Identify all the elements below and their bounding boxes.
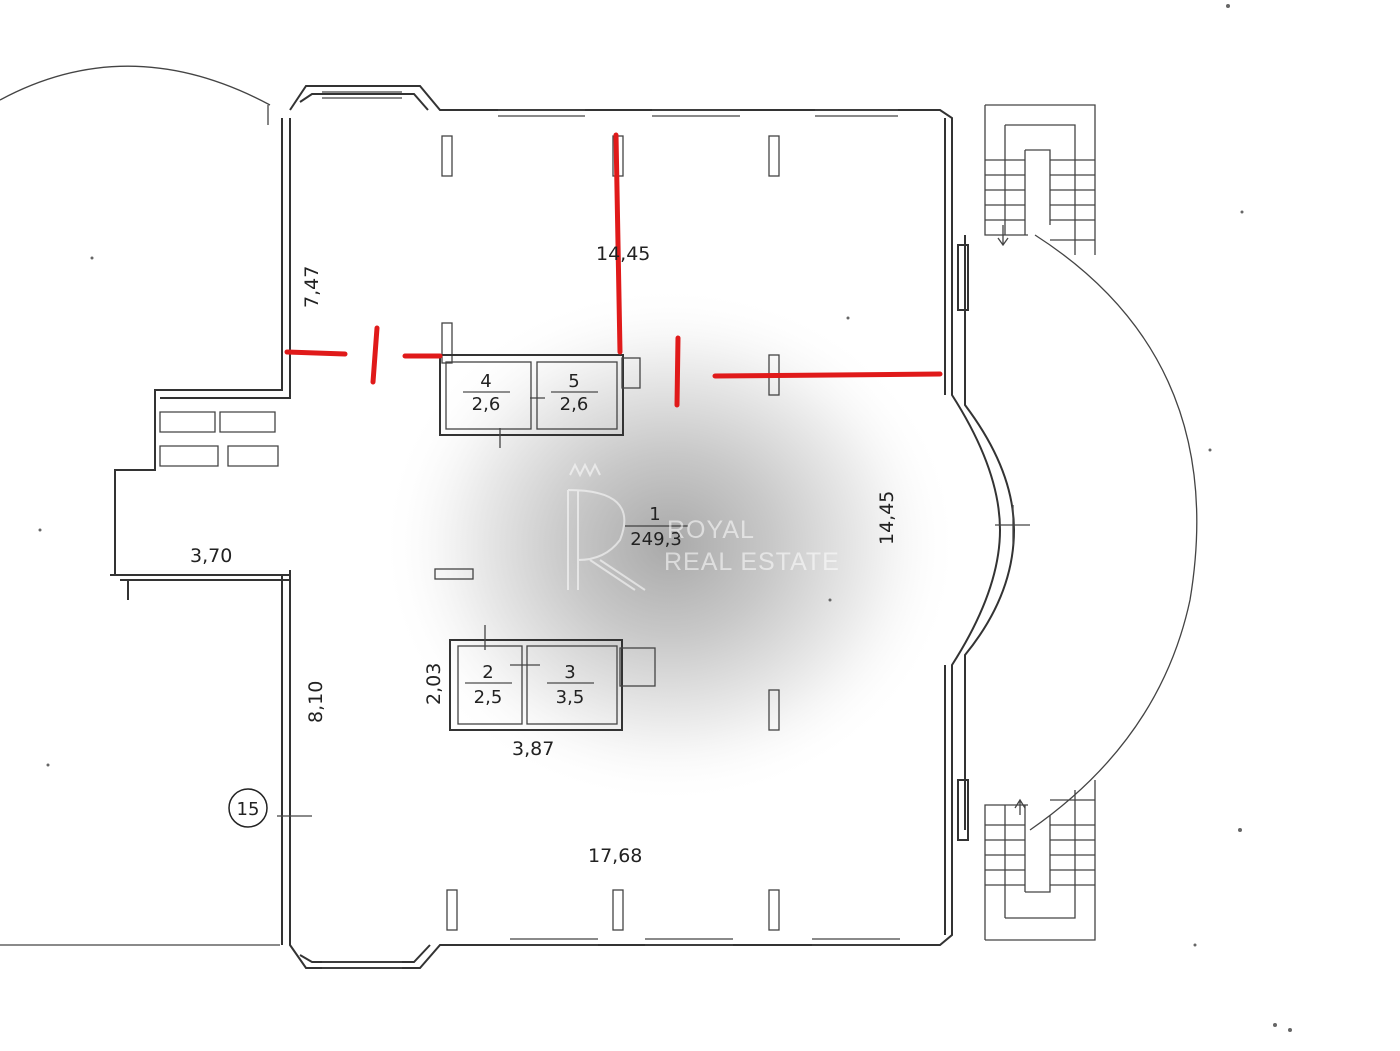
- room-4: 4 2,6: [463, 371, 510, 415]
- watermark-line1: ROYAL: [667, 516, 755, 544]
- dim-left-upper: 7,47: [301, 266, 323, 308]
- stair-upper: [984, 104, 1096, 255]
- watermark-line2: REAL ESTATE: [664, 548, 840, 576]
- room-3: 3 3,5: [547, 662, 594, 708]
- watermark-logo: [567, 462, 646, 591]
- room-number: 4: [480, 371, 491, 392]
- terrace-arc: [1029, 234, 1198, 831]
- stair-lower: [984, 780, 1096, 941]
- left-neighbour-arc: [0, 65, 271, 106]
- room-area: 2,6: [560, 394, 589, 415]
- dim-annex-width: 3,70: [190, 545, 232, 567]
- proposed-partitions: [284, 132, 943, 408]
- partition-left-2: [370, 325, 380, 385]
- room-marker-15: 15: [228, 788, 268, 828]
- wc-block-upper: [439, 354, 641, 448]
- room-2: 2 2,5: [465, 662, 512, 708]
- room-area: 3,5: [556, 687, 585, 708]
- outer-wall: [289, 85, 1002, 969]
- room-area: 249,3: [630, 529, 682, 550]
- room-5: 5 2,6: [551, 371, 598, 415]
- wc-block-lower: [449, 625, 656, 731]
- room-number: 3: [564, 662, 575, 683]
- room-number: 1: [649, 504, 660, 525]
- partition-right-2: [712, 371, 943, 379]
- dim-left-lower: 8,10: [305, 681, 327, 723]
- dim-bottom-width: 17,68: [588, 845, 642, 867]
- room-number: 2: [482, 662, 493, 683]
- room-1: 1 249,3: [625, 504, 688, 550]
- partition-vertical: [613, 132, 623, 355]
- dim-right-height: 14,45: [876, 491, 898, 545]
- dim-wc-height: 2,03: [423, 663, 445, 705]
- marker-label: 15: [237, 799, 260, 820]
- room-area: 2,6: [472, 394, 501, 415]
- partition-right-1: [674, 335, 681, 408]
- partition-left-1: [284, 349, 348, 357]
- dim-top-width: 14,45: [596, 243, 650, 265]
- room-number: 5: [568, 371, 579, 392]
- dim-wc-width: 3,87: [512, 738, 554, 760]
- watermark-shadow: [380, 285, 960, 805]
- columns: [434, 135, 780, 931]
- room-area: 2,5: [474, 687, 503, 708]
